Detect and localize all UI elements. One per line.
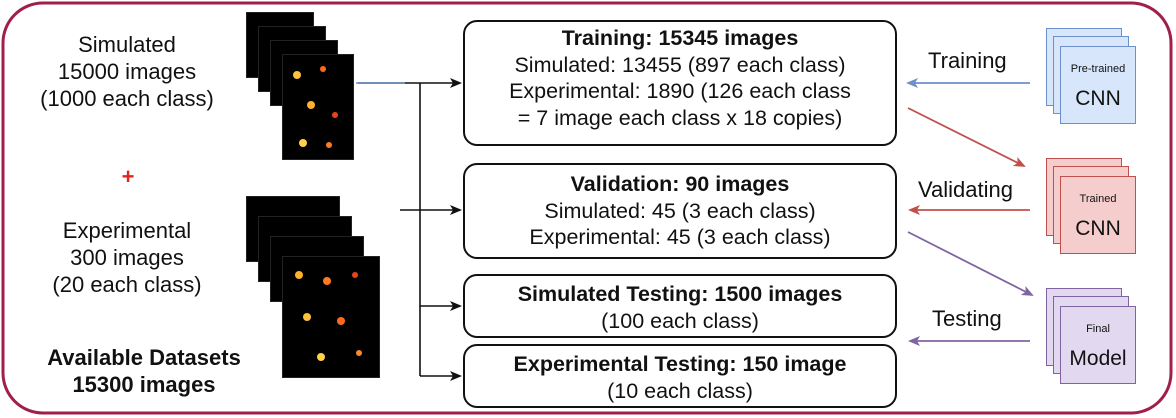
- testing-arrow-label: Testing: [932, 306, 1002, 331]
- simulated-per-class: (1000 each class): [40, 85, 214, 111]
- trained-cnn-stack: Trained CNN: [1046, 158, 1146, 264]
- plus-sign: +: [121, 164, 135, 189]
- available-datasets-label: Available Datasets 15300 images: [34, 345, 254, 399]
- pretrained-cnn-card: Pre-trained CNN: [1060, 46, 1136, 124]
- to-trained-arrow: [907, 107, 1026, 167]
- experimental-dataset-label: Experimental 300 images (20 each class): [12, 218, 242, 298]
- final-model-stack: Final Model: [1046, 288, 1146, 394]
- training-title: Training: 15345 images: [561, 26, 799, 50]
- experimental-image-stack: [246, 196, 396, 382]
- simulated-image-thumb: [282, 54, 354, 160]
- spot-pattern: [293, 66, 338, 148]
- validation-title: Validation: 90 images: [570, 172, 790, 196]
- simulated-count: 15000 images: [57, 58, 197, 84]
- to-final-arrow: [907, 231, 1034, 296]
- trained-label: Trained: [1079, 193, 1117, 205]
- training-simulated: Simulated: 13455 (897 each class): [514, 52, 846, 77]
- training-experimental: Experimental: 1890 (126 each class: [509, 79, 851, 104]
- experimental-testing-box: Experimental Testing: 150 image (10 each…: [463, 344, 897, 408]
- simulated-title: Simulated: [78, 32, 176, 57]
- training-copies: = 7 image each class x 18 copies): [517, 105, 843, 130]
- available-count: 15300 images: [72, 371, 216, 397]
- validation-experimental: Experimental: 45 (3 each class): [529, 225, 831, 250]
- trained-cnn-label: CNN: [1075, 217, 1121, 240]
- simulated-image-stack: [246, 12, 358, 160]
- simulated-testing-box: Simulated Testing: 1500 images (100 each…: [463, 274, 897, 338]
- experimental-title: Experimental: [62, 218, 192, 243]
- experimental-testing-detail: (10 each class): [607, 378, 753, 403]
- simulated-testing-detail: (100 each class): [601, 308, 759, 333]
- final-model-card: Final Model: [1060, 306, 1136, 384]
- trained-cnn-card: Trained CNN: [1060, 176, 1136, 254]
- validation-box: Validation: 90 images Simulated: 45 (3 e…: [463, 163, 897, 259]
- pretrained-cnn-label: CNN: [1075, 87, 1121, 110]
- training-box: Training: 15345 images Simulated: 13455 …: [463, 20, 897, 146]
- final-model-label: Model: [1069, 347, 1127, 370]
- spot-pattern: [295, 271, 362, 361]
- validation-simulated: Simulated: 45 (3 each class): [544, 198, 816, 223]
- simulated-dataset-label: Simulated 15000 images (1000 each class): [12, 32, 242, 112]
- pretrained-label: Pre-trained: [1070, 63, 1126, 75]
- experimental-image-thumb: [282, 256, 380, 378]
- available-title: Available Datasets: [47, 345, 241, 370]
- experimental-per-class: (20 each class): [52, 271, 202, 297]
- simulated-testing-title: Simulated Testing: 1500 images: [517, 282, 843, 306]
- experimental-count: 300 images: [70, 244, 184, 270]
- experimental-testing-title: Experimental Testing: 150 image: [513, 352, 847, 376]
- validating-arrow-label: Validating: [918, 177, 1013, 202]
- final-label: Final: [1086, 323, 1110, 335]
- pretrained-cnn-stack: Pre-trained CNN: [1046, 28, 1146, 134]
- training-arrow-label: Training: [928, 48, 1007, 73]
- split-arrows: [358, 78, 462, 381]
